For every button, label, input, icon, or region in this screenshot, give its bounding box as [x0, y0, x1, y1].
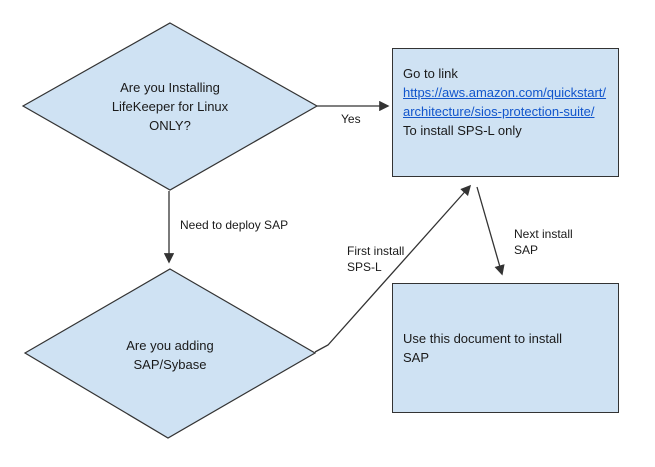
- decision-sap-shape: [23, 268, 317, 439]
- process-sps-box: Go to link https://aws.amazon.com/quicks…: [392, 48, 619, 177]
- sps-quickstart-link[interactable]: https://aws.amazon.com/quickstart/archit…: [403, 85, 607, 119]
- decision-lifekeeper-label: Are you Installing LifeKeeper for Linux …: [111, 80, 229, 133]
- sps-box-outro-text: To install SPS-L only: [403, 123, 522, 138]
- decision-lifekeeper-shape: [21, 22, 319, 191]
- edge-yes-label: Yes: [341, 112, 361, 126]
- edge-first-install-arrow: [314, 184, 472, 353]
- edge-next-install-label: Next install SAP: [514, 227, 573, 257]
- edge-need-deploy-label: Need to deploy SAP: [180, 218, 289, 232]
- process-sap-doc-label: Use this document to install SAP: [403, 331, 562, 365]
- sps-box-intro-text: Go to link: [403, 66, 458, 81]
- edge-first-install-label: First install SPS-L: [347, 244, 405, 274]
- process-sap-doc-box: Use this document to install SAP: [392, 283, 619, 413]
- edge-next-install-arrow: [476, 186, 505, 276]
- decision-sap-label: Are you adding SAP/Sybase: [126, 338, 214, 372]
